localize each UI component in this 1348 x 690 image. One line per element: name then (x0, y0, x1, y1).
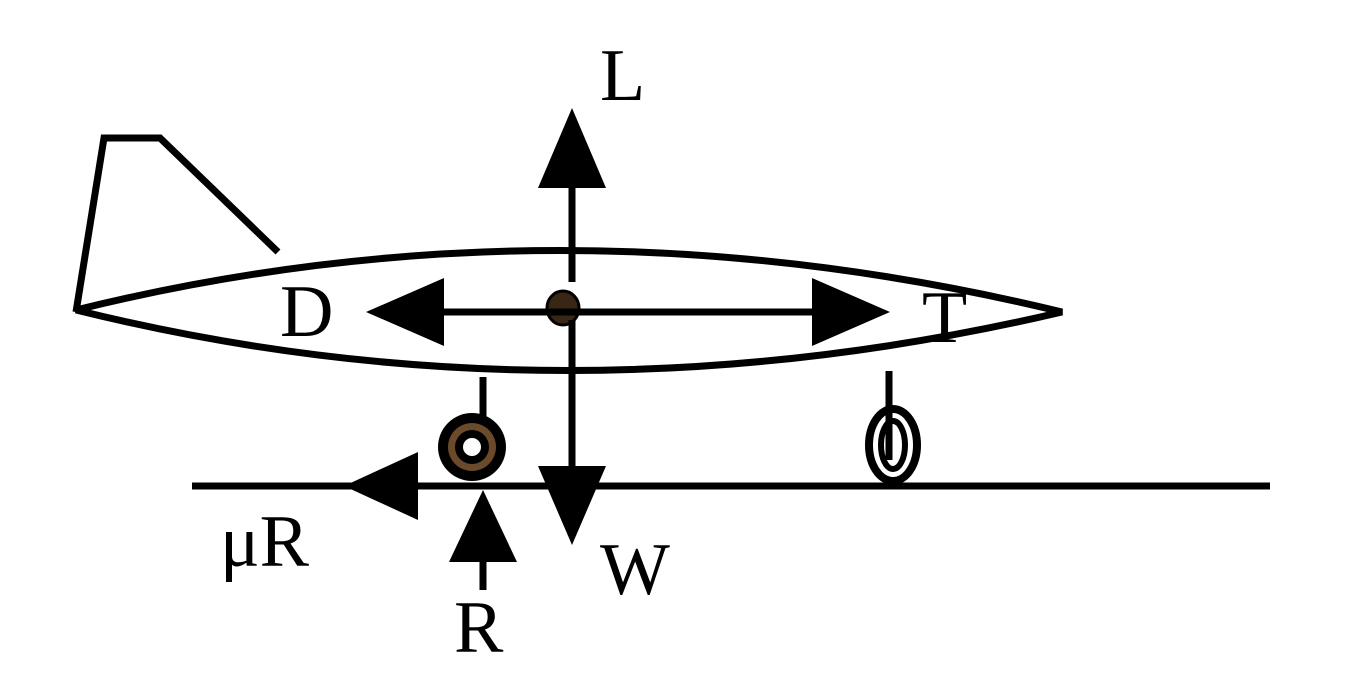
drag-label: D (280, 271, 333, 353)
lift-arrow (538, 108, 606, 282)
main-wheel (438, 413, 506, 481)
weight-label: W (600, 529, 670, 611)
thrust-label: T (922, 277, 967, 359)
weight-arrow (538, 320, 606, 545)
friction-label: μR (220, 501, 310, 583)
reaction-label: R (454, 587, 504, 669)
nose-wheel (865, 405, 921, 485)
centre-of-gravity-dot (545, 289, 581, 327)
friction-arrow (344, 452, 418, 520)
reaction-arrow (449, 490, 517, 590)
thrust-arrowhead (812, 278, 890, 346)
tail-fin (72, 134, 281, 313)
fuselage (75, 247, 1063, 374)
lift-label: L (600, 35, 645, 117)
drag-arrowhead (366, 278, 444, 346)
